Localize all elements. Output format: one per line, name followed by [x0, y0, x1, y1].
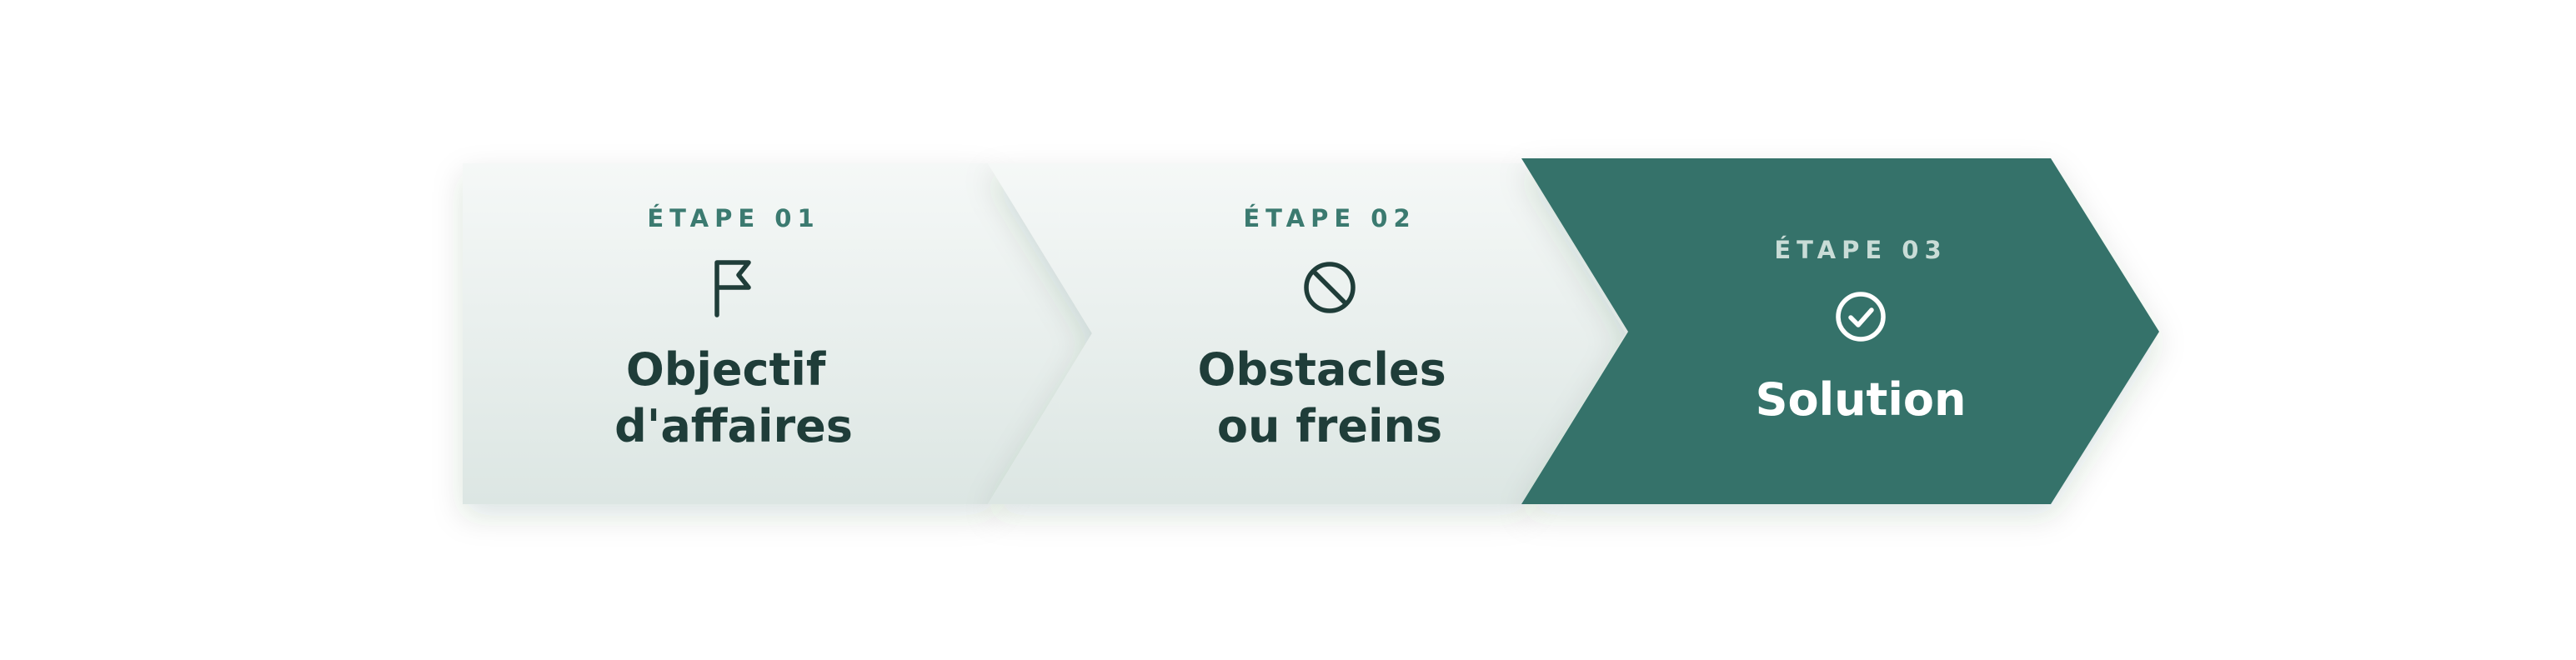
step-1-title: Objectif d'affaires — [614, 343, 853, 452]
step-1-title-line-2: d'affaires — [614, 400, 853, 452]
step-2-title: Obstacles ou freins — [1197, 343, 1461, 452]
step-2-title-line-2: ou freins — [1217, 400, 1442, 452]
step-3-title: Solution — [1756, 373, 1967, 426]
step-2-shape — [988, 163, 1626, 504]
prohibited-icon — [1304, 262, 1356, 313]
step-2-label: ÉTAPE 02 — [1243, 204, 1416, 232]
step-1: ÉTAPE 01 Objectif d'affaires — [463, 163, 1092, 504]
step-3-title-line-1: Solution — [1756, 373, 1967, 426]
step-1-title-line-1: Objectif — [626, 343, 826, 396]
check-circle-icon — [1836, 292, 1886, 342]
step-2-title-line-1: Obstacles — [1197, 343, 1446, 396]
step-1-shape — [463, 163, 1092, 504]
step-1-label: ÉTAPE 01 — [647, 204, 819, 232]
step-3-label: ÉTAPE 03 — [1774, 236, 1947, 264]
step-3-shape — [1521, 158, 2159, 504]
flag-icon — [714, 260, 751, 318]
step-2: ÉTAPE 02 Obstacles ou freins — [988, 163, 1626, 504]
step-3: ÉTAPE 03 Solution — [1521, 158, 2159, 504]
